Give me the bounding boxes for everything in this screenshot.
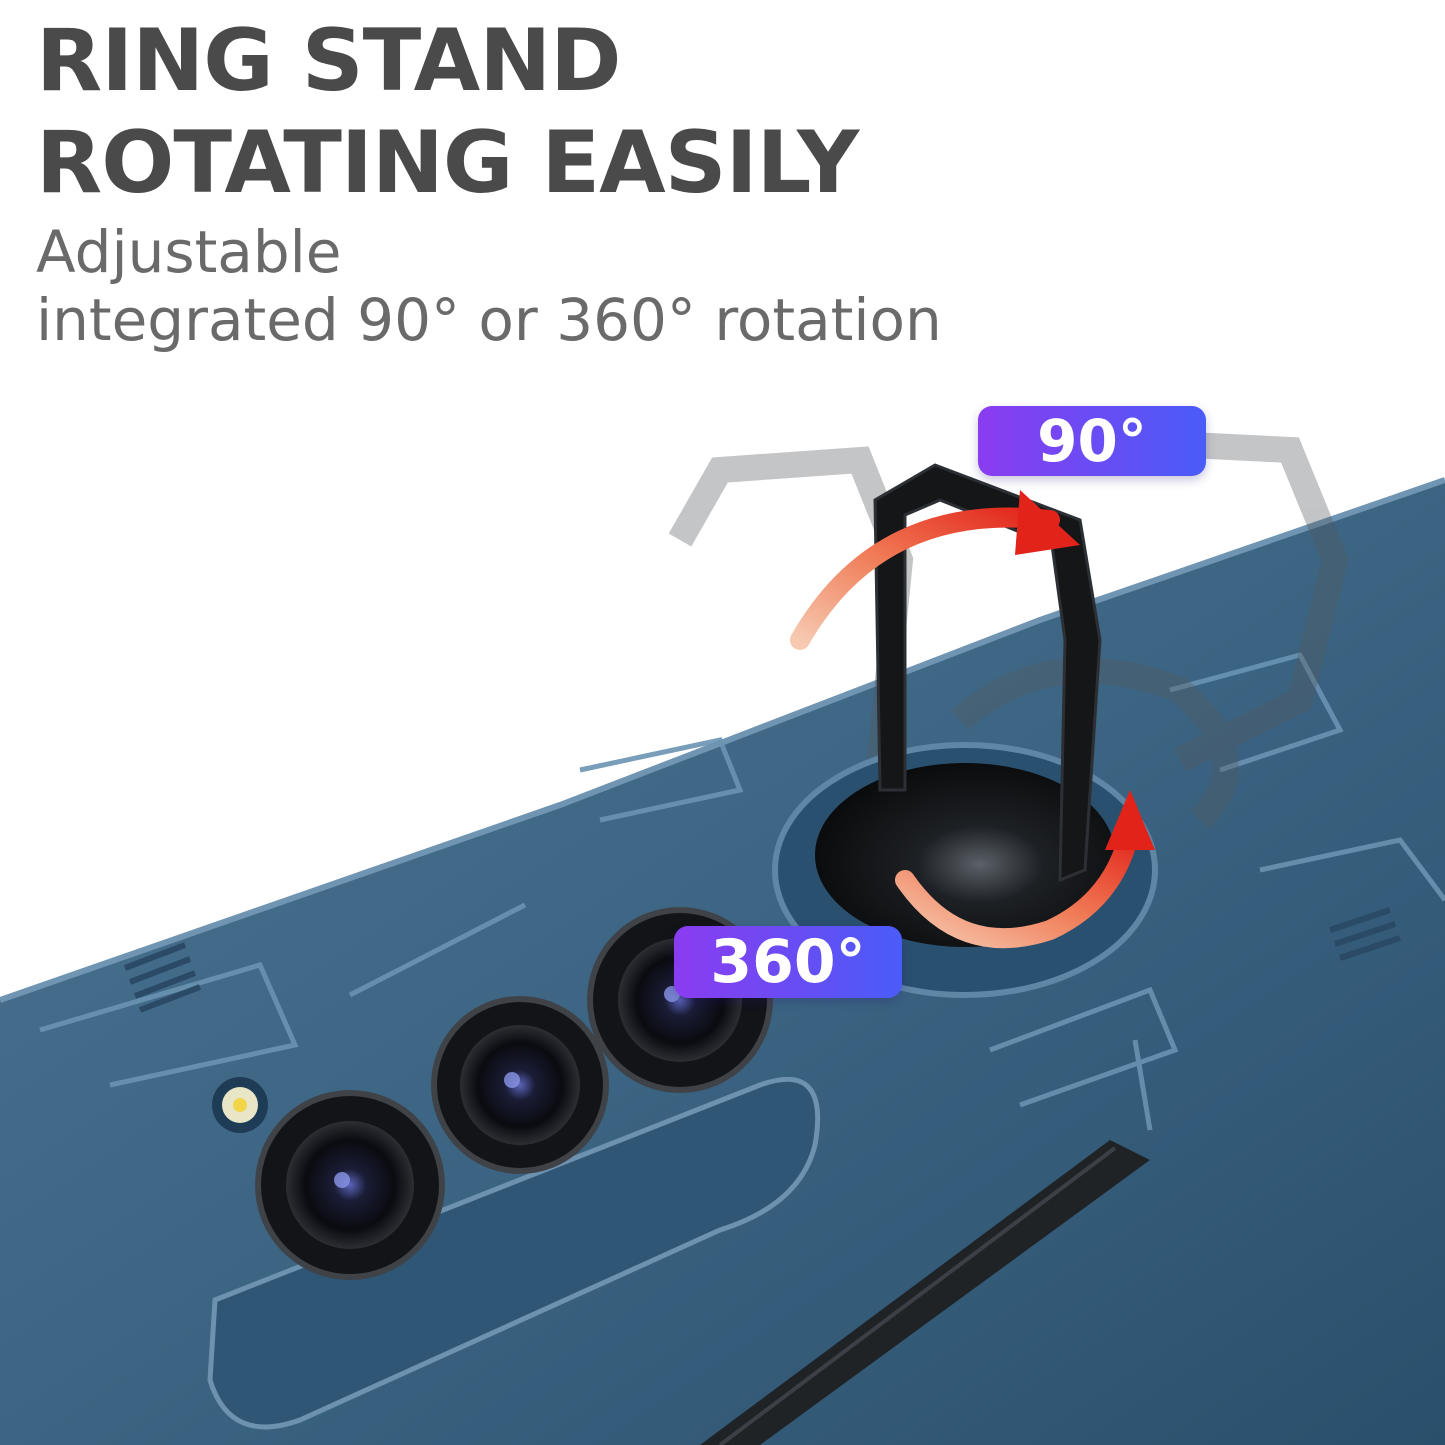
rotation-badge-360: 360° xyxy=(674,926,902,998)
rotation-arrow-360 xyxy=(895,790,1155,949)
subheadline-line-2: integrated 90° or 360° rotation xyxy=(36,286,942,354)
case-grip-lines xyxy=(123,907,1401,1013)
headline-line-2: ROTATING EASILY xyxy=(36,113,859,213)
headline: RING STAND ROTATING EASILY xyxy=(36,10,859,214)
case-armor-ridges xyxy=(39,652,1445,1131)
camera-flash xyxy=(212,1077,268,1133)
ring-stand xyxy=(873,463,1102,883)
rotation-badge-90: 90° xyxy=(978,406,1206,476)
subheadline-line-1: Adjustable xyxy=(36,218,342,286)
headline-line-1: RING STAND xyxy=(36,11,622,111)
case-edge-highlight xyxy=(0,477,1445,1003)
camera-lens-2 xyxy=(431,996,609,1174)
camera-lens-3 xyxy=(255,1090,445,1280)
camera-bump xyxy=(207,1076,821,1430)
subheadline: Adjustable integrated 90° or 360° rotati… xyxy=(36,218,942,354)
ring-disc xyxy=(815,763,1115,947)
rotation-arrow-90 xyxy=(790,490,1080,650)
